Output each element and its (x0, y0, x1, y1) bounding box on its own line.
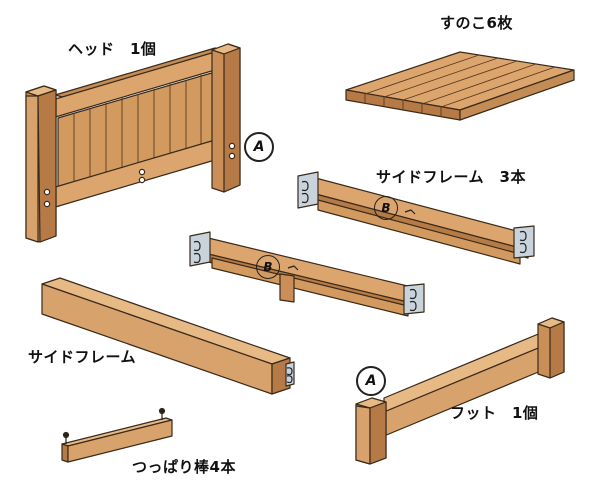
slat-board (345, 51, 575, 121)
head-board (25, 43, 241, 243)
label-side-frame: サイドフレーム (28, 348, 137, 366)
strut-bar (61, 407, 173, 463)
callout-b-upper: B (374, 196, 398, 220)
callout-a-foot: A (356, 366, 386, 396)
foot-board (355, 317, 565, 465)
side-frame-upper (297, 171, 535, 265)
label-struts: つっぱり棒4本 (132, 458, 236, 476)
label-side-frame-3: サイドフレーム 3本 (376, 168, 526, 186)
label-head: ヘッド 1個 (68, 40, 157, 58)
side-frame-middle (189, 231, 425, 317)
label-foot: フット 1個 (450, 404, 539, 422)
side-frame-lower (41, 277, 295, 395)
callout-b-middle: B (256, 255, 280, 279)
label-slats: すのこ6枚 (440, 14, 513, 32)
callout-a-head: A (244, 132, 274, 162)
